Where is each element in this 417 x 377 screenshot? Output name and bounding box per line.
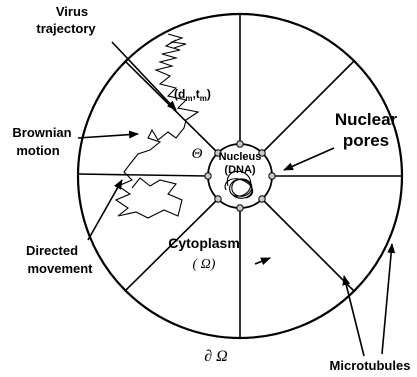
label-brownian-line2: motion [16, 143, 59, 158]
arrow-nuclear-pores [284, 148, 334, 170]
label-directed-line2: movement [27, 261, 93, 276]
arrow-directed-movement [88, 180, 122, 240]
nuclear-pore [259, 196, 265, 202]
label-virus-line2: trajectory [36, 21, 96, 36]
microtubule-left [78, 174, 208, 176]
arrow-virus-trajectory [112, 42, 176, 110]
label-cytoplasm-line2: ( Ω) [193, 257, 216, 272]
microtubule-upper-left [125, 61, 219, 154]
label-point-coordinates: (dm,tm) [174, 87, 211, 103]
label-boundary: ∂ Ω [204, 348, 227, 365]
nuclear-pore [205, 173, 211, 179]
label-nucleus-line2: (DNA) [224, 164, 255, 176]
microtubule-upper-right [261, 61, 354, 154]
arrow-cytoplasm [255, 258, 270, 264]
virus-trajectory-path [116, 40, 198, 218]
label-directed-line1: Directed [26, 243, 78, 258]
label-point-open: (d [174, 87, 185, 101]
label-virus-line1: Virus [56, 4, 88, 19]
label-cytoplasm-line1: Cytoplasm [168, 235, 240, 251]
nuclear-pore [237, 141, 243, 147]
virus-start-tangle [168, 34, 186, 48]
label-theta: Θ [192, 146, 203, 162]
label-nuclear-line2: pores [343, 131, 389, 150]
label-microtubules: Microtubules [330, 358, 411, 373]
label-point-sub2: m [200, 94, 207, 103]
label-nucleus-line1: Nucleus [219, 151, 262, 163]
label-point-close: ) [207, 87, 211, 101]
nuclear-pore [269, 173, 275, 179]
arrow-brownian-motion [78, 134, 138, 138]
label-point-sub1: m [185, 94, 192, 103]
arrow-microtubule-1 [344, 276, 364, 356]
label-brownian-line1: Brownian [12, 125, 71, 140]
nuclear-pore [215, 196, 221, 202]
microtubule-lower-right [261, 198, 354, 291]
label-point-mid: ,t [192, 87, 199, 101]
label-nuclear-line1: Nuclear [335, 110, 398, 129]
arrow-microtubule-2 [382, 244, 392, 354]
nuclear-pore [237, 205, 243, 211]
